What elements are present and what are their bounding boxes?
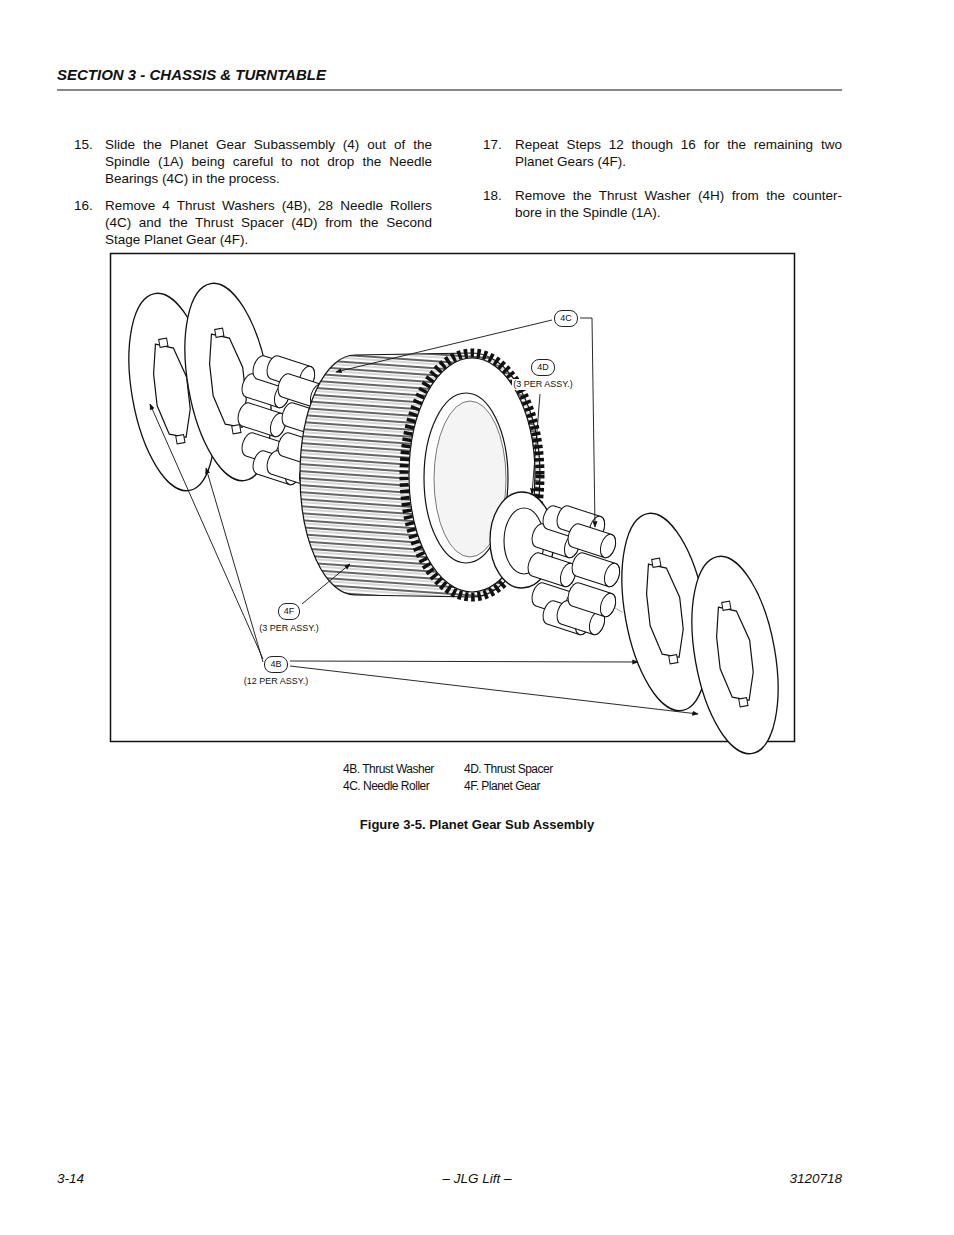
quantity-note: (3 PER ASSY.) [512,379,573,390]
step-text: Remove the Thrust Washer (4H) from the c… [515,187,842,221]
callout: 4C [554,310,578,327]
part-key: 4B. Thrust Washer [343,761,434,777]
callout: 4D (3 PER ASSY.) [512,359,573,390]
document-number: 3120718 [789,1170,842,1187]
illustration-part [532,394,540,494]
illustration-part [290,666,698,714]
step-number: 17. [483,136,502,153]
step-number: 18. [483,187,502,204]
step-text: Repeat Steps 12 though 16 for the remain… [515,136,842,170]
illustration-part [206,468,263,662]
part-key: 4C. Needle Roller [343,778,429,794]
footer-brand: – JLG Lift – [442,1170,511,1187]
illustration-part [290,661,638,662]
callout-number: 4B [264,656,287,673]
page-number: 3-14 [57,1170,84,1187]
leader-lines [150,318,698,714]
illustration-part [302,564,350,604]
illustration-part [565,522,618,560]
quantity-note: (12 PER ASSY.) [243,676,309,687]
section-header: SECTION 3 - CHASSIS & TURNTABLE [57,66,326,83]
part-key: 4D. Thrust Spacer [464,761,553,777]
callout: 4F (3 PER ASSY.) [258,603,319,634]
figure-caption: Figure 3-5. Planet Gear Sub Assembly [360,817,594,832]
step-number: 15. [74,136,93,153]
illustration-part [150,404,263,659]
header-rule [57,90,842,91]
part-key: 4F. Planet Gear [464,778,540,794]
right-thrust-washers [608,507,792,761]
callout-number: 4F [278,603,301,620]
step-number: 16. [74,197,93,214]
callout-number: 4D [531,359,555,376]
illustration-part [580,318,595,527]
illustration-part [678,550,792,761]
right-needle-rollers [525,504,622,637]
step-text: Remove 4 Thrust Washers (4B), 28 Needle … [105,197,432,248]
callout-number: 4C [554,310,578,327]
quantity-note: (3 PER ASSY.) [258,623,319,634]
illustration-part [336,320,552,372]
figure-frame [111,254,795,742]
illustration-part [569,551,622,589]
step-text: Slide the Planet Gear Subassembly (4) ou… [105,136,432,187]
callout: 4B (12 PER ASSY.) [243,656,309,687]
